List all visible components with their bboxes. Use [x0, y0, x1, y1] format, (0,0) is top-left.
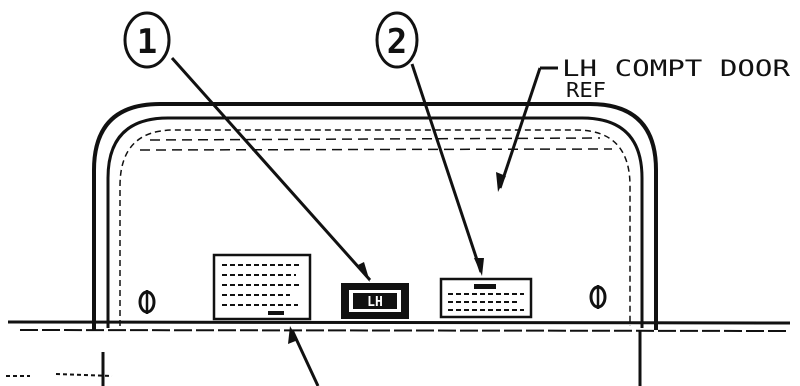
fuselage-lines [7, 320, 791, 332]
leader-center-arrow [288, 326, 298, 344]
placard-center-text: LH [367, 295, 383, 310]
bottom-left-partial-text [6, 373, 113, 377]
callout-1: 1 [123, 11, 372, 282]
callout-2-number: 2 [387, 22, 407, 62]
placard-center: LH [341, 283, 409, 319]
placard-left [212, 253, 312, 321]
callout-2: 2 [375, 11, 484, 276]
door-label-line2: REF [566, 78, 606, 102]
door-outer-outline [92, 102, 658, 330]
door-inner-outline-2 [119, 129, 631, 326]
door-inner-outline [106, 116, 644, 328]
door-frame [92, 102, 658, 330]
fastener-left [138, 290, 156, 314]
placard-right [439, 277, 533, 319]
lower-leaders [101, 326, 642, 386]
callout-1-number: 1 [137, 22, 157, 62]
door-top-texture [139, 137, 613, 151]
fastener-right [589, 285, 607, 309]
door-label-line1: LH COMPT DOOR [562, 57, 791, 82]
door-reference: LH COMPT DOOR REF [496, 57, 791, 192]
